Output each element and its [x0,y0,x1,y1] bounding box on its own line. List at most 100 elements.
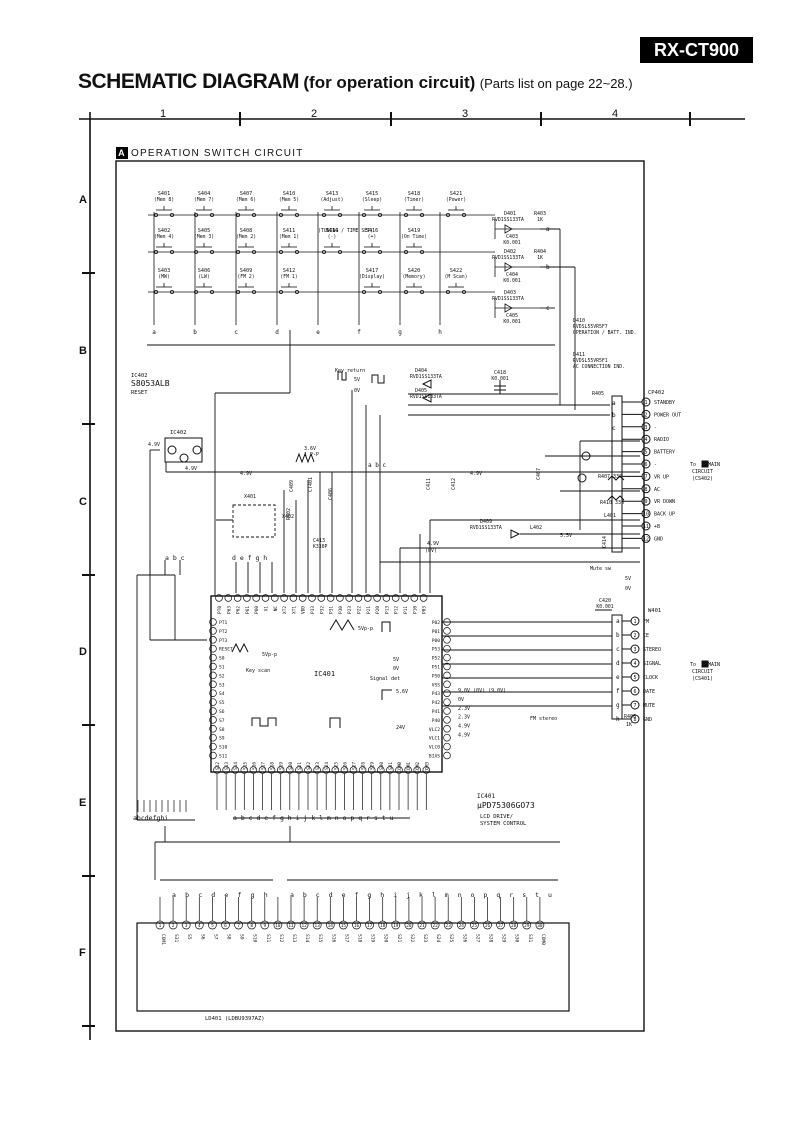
vpp-label: 1 P-P [304,452,319,458]
cp402-pin-num: 9 [644,499,647,505]
lcd-pin-num: 2 [172,923,175,929]
switch-ref: S416 [366,228,379,234]
cap-ref: C403 [506,234,518,240]
switch-labels: S401(Mem 8)S404(Mem 7)S407(Mem 6)S410(Me… [152,191,467,336]
l402-ref: L402 [530,525,542,531]
switch-ref: S419 [408,228,421,234]
w401-pin-label: STEREO [643,647,661,653]
lcd-pin-num: 27 [498,923,504,929]
ic401-top-pin: P61 [245,606,251,614]
ic401-top-pin: P30 [338,606,344,614]
lcd-pin-num: 9 [263,923,266,929]
switch-ref: S404 [198,191,211,197]
cp402-ref: CP402 [648,390,665,396]
switch-fn: (Mem 3) [194,234,214,240]
r407-ref: R407 330 [598,474,622,480]
switch-ref: S403 [158,268,171,274]
w401-pin-label: MUTE [643,703,655,709]
c420-val: K0.001 [596,604,613,610]
lcd-pin-label: S31 [173,934,179,943]
lcd-pin-num: 21 [419,923,425,929]
voltage: 4.9V [427,541,439,547]
cp402-pin-num: 7 [644,474,647,480]
lcd-pin-num: 5 [211,923,214,929]
ic401-top-pin: P10 [412,606,418,614]
diode-out-letter: b [546,264,550,271]
switch-fn: (Memory) [402,274,425,280]
voltage: 3.6V [304,446,316,452]
w401-dest-3: CIRCUIT [692,669,713,675]
switch-fn: (Adjust) [320,197,343,203]
ic401-left-pin: S11 [219,754,228,760]
ic401-ref: IC401 [477,793,495,800]
lcd-pin-num: 3 [185,923,188,929]
lcd-pin-num: 8 [250,923,253,929]
cp402-pin-label: +B [654,524,660,530]
lcd-pin-label: S30 [514,934,520,943]
ic401-left-pin: S1 [219,665,225,671]
key-return-bus: a b c [368,462,386,469]
lcd-bus-left: h [264,891,268,899]
switch-ref: S411 [283,228,296,234]
ic401-right-pin: P53 [432,647,441,653]
ic401-bottom-pin: S21 [297,762,303,770]
diode-ref: D401 [504,211,516,217]
lcd-bus-right: b [303,891,307,899]
d409-ref: D409 [480,519,492,525]
ic401-right-pin: VLC0 [429,745,440,751]
w401-dest-4: (CS401) [692,676,713,682]
lcd-pin-label: S25 [448,934,454,943]
ic401-top-pin: P60 [254,606,260,614]
w401-pin-label: GND [643,717,652,723]
ic401-bottom-pin: S14 [233,762,239,770]
cp402-bus-a: a [612,400,616,407]
ic401-bottom-pin: S28 [361,762,367,770]
switch-ref: S405 [198,228,211,234]
ic401-bottom-pin: S15 [242,762,248,770]
lcd-pin-num: 14 [328,923,334,929]
key-return-hi: 5V [354,377,360,383]
ic401-right-pin: VLC2 [429,727,440,733]
lcd-pin-num: 17 [367,923,373,929]
lcd-bus-right: n [458,891,462,899]
ic401-left-pin: S9 [219,736,225,742]
switch-fn: (Mem 2) [236,234,256,240]
cp402-pin-label: GND [654,536,663,542]
led-fn: AC CONNECTION IND. [573,364,625,370]
r402-ref: R402 [286,508,292,520]
switch-bus-letter: h [438,329,442,336]
switch-fn: (FM 1) [280,274,297,280]
ic401-bottom-pin: S23 [315,762,321,770]
grid-col-3: 3 [462,108,469,120]
ic401-bottom-pin: COM2 [415,762,421,773]
ic401-top-pin: P20 [375,606,381,614]
ic401-bottom-pin: S20 [288,762,294,770]
ic401-left-pin: S6 [219,709,225,715]
r405-ref: R405 [592,391,604,397]
ic401-bottom-pin: COM3 [424,762,430,773]
section-badge: A [116,147,128,159]
cp402-dest-4: (CS402) [692,476,713,482]
ic402-body [164,437,203,463]
cap-ref: C404 [506,272,518,278]
ic401-top-pin: P63 [226,606,232,614]
cp402-dest-1: To [690,462,696,468]
lcd-pin-num: 29 [524,923,530,929]
w401-pin-num: 6 [633,689,636,695]
resistor-ref: R404 [534,249,546,255]
c418-ref: C418 [494,370,506,376]
lcd-bus-right: u [548,891,552,899]
ic401-top-pin: P62 [236,606,242,614]
ic401-voltage: 9.0V (0V) (9.0V) [458,688,506,694]
switch-ref: S401 [158,191,171,197]
diode-part: RVD1SS133TA [492,255,524,261]
ic401-left-pin: S5 [219,700,225,706]
grid-col-2: 2 [311,108,318,120]
wave-label: 5Vp-p [262,652,277,658]
bus-defgh: d e f g h [232,554,267,562]
ic401-right-pin: P01 [432,629,441,635]
cp402-bus-c: c [612,425,616,432]
w401-pin-num: 3 [633,647,636,653]
switch-bus-letter: b [193,329,197,336]
